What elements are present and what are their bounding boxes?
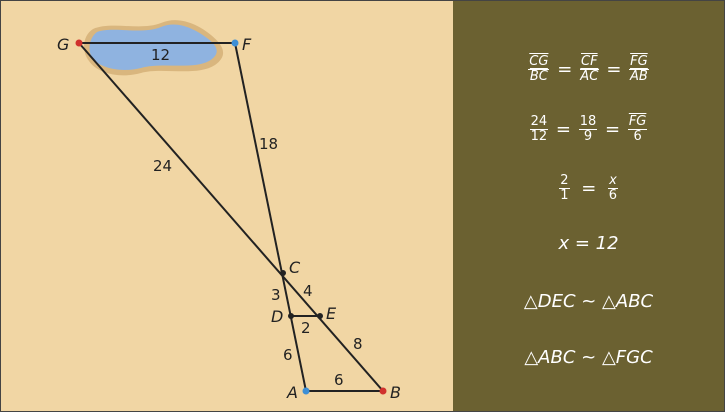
similarity-statement-1: △DEC ~ △ABC [523,291,654,312]
eq1-num3: FG [629,54,649,70]
eq1-den1: BC [529,69,548,84]
label-F: F [242,35,252,54]
length-DA: 6 [283,346,293,364]
similarity-statement-2: △ABC ~ △FGC [524,347,653,368]
length-AB: 6 [334,371,344,389]
lake [89,24,217,70]
label-G: G [57,35,69,54]
point-E [317,313,323,319]
point-B [379,387,387,395]
eq3-den2: 6 [608,188,618,203]
length-EB: 8 [353,335,363,353]
point-C [280,270,286,276]
label-A: A [286,383,298,402]
length-CG: 24 [153,157,172,175]
equation-solution: x = 12 [558,233,619,254]
point-D [288,313,294,319]
geometry-diagram: G F C D E A B 12 18 24 3 4 2 6 8 6 [57,20,401,402]
segment-GB [78,42,384,392]
eq2-num3: FG [627,114,648,130]
label-C: C [289,258,301,277]
eq3-equals: = [581,178,597,199]
eq1-equals-2: = [606,59,622,80]
label-D: D [271,307,283,326]
eq1-num1: CG [528,54,550,70]
length-DE: 2 [301,319,311,337]
label-E: E [326,304,337,323]
point-A [302,387,310,395]
length-GF: 12 [151,46,170,64]
eq1-equals-1: = [557,59,573,80]
point-F [231,39,239,47]
eq1-num2: CF [580,54,599,70]
eq1-den2: AC [580,69,599,84]
length-CD: 3 [271,286,281,304]
point-G [75,39,83,47]
eq2-num1: 24 [529,114,549,130]
eq1-den3: AB [630,69,648,84]
label-B: B [390,383,401,402]
eq2-den3: 6 [633,129,642,144]
segment-FA [234,42,307,392]
length-CF: 18 [259,135,278,153]
eq2-num2: 18 [578,114,598,130]
eq3-den1: 1 [560,188,569,203]
eq2-den2: 9 [583,129,593,144]
eq3-num2: x [608,173,618,189]
length-CE: 4 [303,282,313,300]
eq2-equals-2: = [605,119,621,140]
eq3-num1: 2 [559,173,570,189]
eq2-equals-1: = [555,119,571,140]
eq2-den1: 12 [530,129,548,144]
